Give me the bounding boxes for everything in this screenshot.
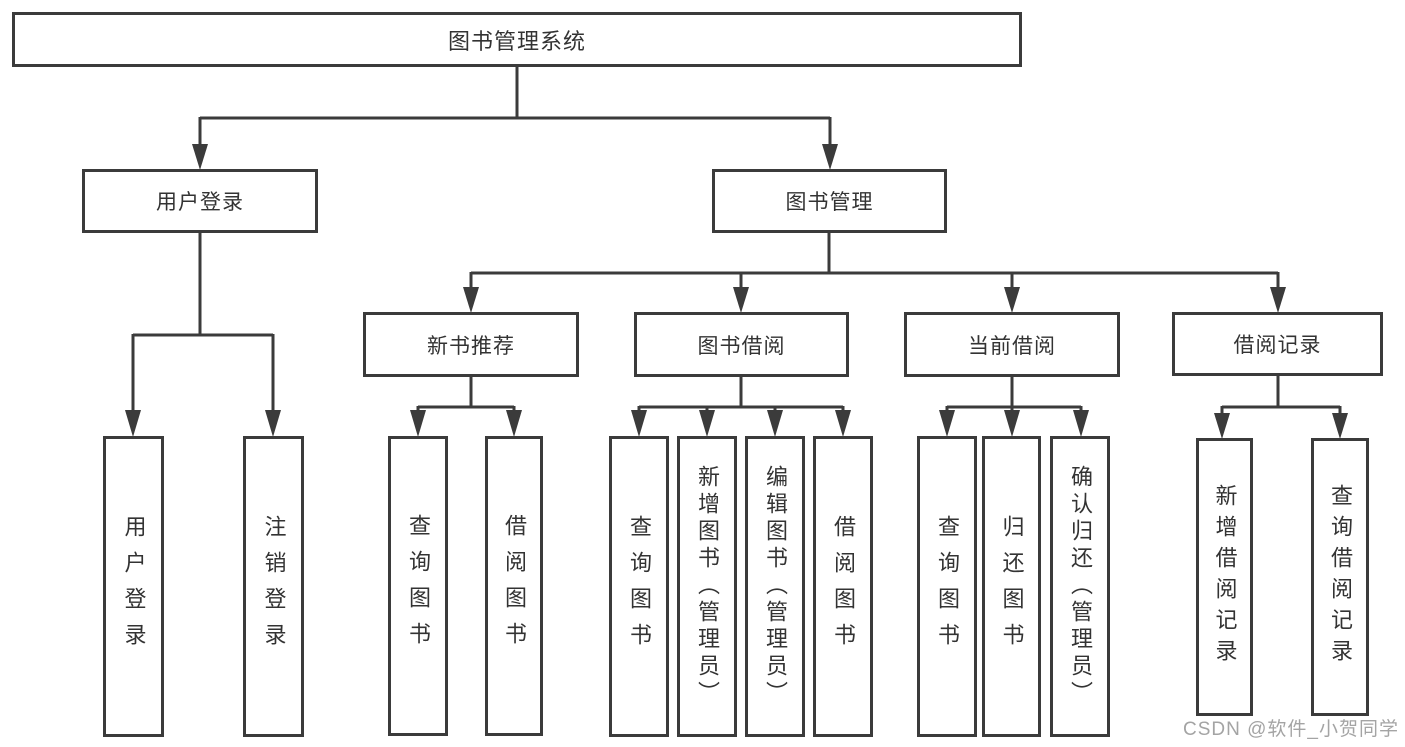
node-book-management-label: 图书管理 — [785, 191, 874, 214]
leaf-confirm-return-admin-label: 确认归还（管理员） — [1068, 465, 1093, 708]
leaf-borrow-book: 借阅图书 — [813, 436, 873, 737]
node-root: 图书管理系统 — [12, 12, 1022, 67]
leaf-add-book-admin-label: 新增图书（管理员） — [695, 465, 720, 708]
leaf-add-borrow-record: 新增借阅记录 — [1196, 438, 1253, 716]
leaf-return-book: 归还图书 — [982, 436, 1041, 737]
node-user-login: 用户登录 — [82, 169, 318, 233]
leaf-add-borrow-record-label: 新增借阅记录 — [1212, 484, 1238, 670]
node-user-login-label: 用户登录 — [156, 191, 244, 214]
leaf-borrow-query-label: 查询图书 — [627, 514, 652, 659]
node-borrow-records: 借阅记录 — [1172, 312, 1383, 376]
node-borrow-records-label: 借阅记录 — [1233, 334, 1322, 357]
leaf-current-query-label: 查询图书 — [935, 514, 960, 659]
leaf-newbook-query-label: 查询图书 — [406, 514, 431, 658]
leaf-logout: 注销登录 — [243, 436, 304, 737]
leaf-current-query: 查询图书 — [917, 436, 977, 737]
leaf-add-book-admin: 新增图书（管理员） — [677, 436, 737, 737]
node-book-borrow-label: 图书借阅 — [697, 334, 786, 358]
leaf-user-login: 用户登录 — [103, 436, 164, 737]
node-book-management: 图书管理 — [712, 169, 947, 233]
leaf-query-borrow-record: 查询借阅记录 — [1311, 438, 1369, 716]
node-new-book-recommend-label: 新书推荐 — [427, 334, 515, 358]
leaf-borrow-query: 查询图书 — [609, 436, 669, 737]
node-root-label: 图书管理系统 — [447, 28, 586, 54]
leaf-return-book-label: 归还图书 — [999, 514, 1025, 659]
leaf-borrow-book-label: 借阅图书 — [831, 514, 856, 659]
node-book-borrow: 图书借阅 — [634, 312, 849, 377]
leaf-confirm-return-admin: 确认归还（管理员） — [1050, 436, 1110, 737]
node-new-book-recommend: 新书推荐 — [363, 312, 579, 377]
leaf-newbook-borrow: 借阅图书 — [485, 436, 543, 736]
leaf-user-login-label: 用户登录 — [121, 514, 147, 659]
node-current-borrow: 当前借阅 — [904, 312, 1120, 377]
leaf-logout-label: 注销登录 — [261, 514, 287, 659]
node-current-borrow-label: 当前借阅 — [968, 334, 1056, 358]
leaf-query-borrow-record-label: 查询借阅记录 — [1328, 484, 1353, 670]
leaf-newbook-borrow-label: 借阅图书 — [502, 514, 527, 658]
leaf-edit-book-admin-label: 编辑图书（管理员） — [763, 465, 788, 708]
csdn-watermark: CSDN @软件_小贺同学 — [1183, 719, 1399, 740]
leaf-edit-book-admin: 编辑图书（管理员） — [745, 436, 805, 737]
leaf-newbook-query: 查询图书 — [388, 436, 448, 736]
